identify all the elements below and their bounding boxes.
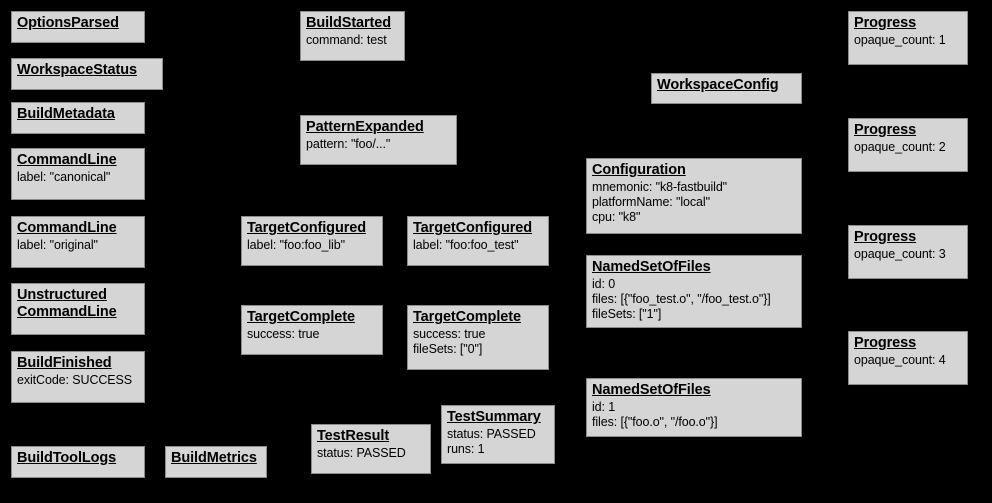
event-node-progress-2[interactable]: Progress opaque_count: 2 <box>848 118 968 172</box>
event-node-title: CommandLine <box>17 152 117 168</box>
event-node-title: TargetComplete <box>413 309 521 325</box>
event-node-field: status: PASSED <box>447 427 536 441</box>
event-node-title: TestSummary <box>447 409 541 425</box>
event-node-build-tool-logs[interactable]: BuildToolLogs <box>11 446 145 478</box>
event-node-progress-4[interactable]: Progress opaque_count: 4 <box>848 331 968 385</box>
event-node-field: pattern: "foo/..." <box>306 137 391 151</box>
event-node-configuration[interactable]: Configuration mnemonic: "k8-fastbuild"pla… <box>586 158 802 234</box>
event-node-title: TargetComplete <box>247 309 355 325</box>
event-node-target-configured-foo-lib[interactable]: TargetConfigured label: "foo:foo_lib" <box>241 216 383 266</box>
event-node-field: platformName: "local" <box>592 195 710 209</box>
event-node-title: WorkspaceStatus <box>17 62 137 78</box>
event-node-fields: opaque_count: 4 <box>854 353 962 368</box>
event-node-title: BuildToolLogs <box>17 450 117 466</box>
event-node-fields: label: "foo:foo_test" <box>413 238 543 253</box>
event-node-field: files: [{"foo_test.o", "/foo_test.o"}] <box>592 292 771 306</box>
event-node-fields: opaque_count: 3 <box>854 247 962 262</box>
event-node-command-line-canonical[interactable]: CommandLine label: "canonical" <box>11 148 145 200</box>
event-node-title: CommandLine <box>17 220 117 236</box>
event-node-fields: success: true <box>247 327 377 342</box>
event-node-title: WorkspaceConfig <box>657 77 779 93</box>
event-node-title: Unstructured CommandLine <box>17 287 117 320</box>
event-node-build-started[interactable]: BuildStarted command: test <box>300 11 405 61</box>
event-node-fields: mnemonic: "k8-fastbuild"platformName: "l… <box>592 180 796 225</box>
event-node-field: opaque_count: 1 <box>854 33 946 47</box>
event-node-title: TargetConfigured <box>413 220 532 236</box>
event-node-field: mnemonic: "k8-fastbuild" <box>592 180 728 194</box>
event-node-command-line-original[interactable]: CommandLine label: "original" <box>11 216 145 268</box>
event-node-field: label: "original" <box>17 238 98 252</box>
event-node-field: success: true <box>247 327 320 341</box>
event-node-field: id: 1 <box>592 400 616 414</box>
event-node-target-configured-foo-test[interactable]: TargetConfigured label: "foo:foo_test" <box>407 216 549 266</box>
event-node-title: TestResult <box>317 428 390 444</box>
event-node-fields: pattern: "foo/..." <box>306 137 451 152</box>
event-node-fields: label: "foo:foo_lib" <box>247 238 377 253</box>
event-node-workspace-config[interactable]: WorkspaceConfig <box>651 73 802 104</box>
event-node-title: OptionsParsed <box>17 15 119 31</box>
event-node-field: label: "foo:foo_test" <box>413 238 519 252</box>
event-node-field: id: 0 <box>592 277 616 291</box>
event-node-title: NamedSetOfFiles <box>592 382 711 398</box>
event-node-target-complete-foo-lib[interactable]: TargetComplete success: true <box>241 305 383 355</box>
event-node-field: fileSets: ["1"] <box>592 307 662 321</box>
event-node-fields: label: "canonical" <box>17 170 139 185</box>
event-node-field: opaque_count: 2 <box>854 140 946 154</box>
event-node-title: NamedSetOfFiles <box>592 259 711 275</box>
event-node-test-result[interactable]: TestResult status: PASSED <box>311 424 431 474</box>
event-node-title: Progress <box>854 122 917 138</box>
event-node-title: Progress <box>854 229 917 245</box>
event-node-title: BuildStarted <box>306 15 392 31</box>
event-node-fields: command: test <box>306 33 399 48</box>
event-node-field: runs: 1 <box>447 442 485 456</box>
event-node-pattern-expanded[interactable]: PatternExpanded pattern: "foo/..." <box>300 115 457 165</box>
event-node-options-parsed[interactable]: OptionsParsed <box>11 11 145 43</box>
event-node-title: PatternExpanded <box>306 119 424 135</box>
event-node-field: status: PASSED <box>317 446 406 460</box>
event-node-field: opaque_count: 4 <box>854 353 946 367</box>
event-node-title: BuildMetrics <box>171 450 257 466</box>
event-node-field: cpu: "k8" <box>592 210 641 224</box>
event-node-field: opaque_count: 3 <box>854 247 946 261</box>
event-node-fields: opaque_count: 2 <box>854 140 962 155</box>
event-node-title: Progress <box>854 15 917 31</box>
event-node-title: TargetConfigured <box>247 220 366 236</box>
event-node-progress-3[interactable]: Progress opaque_count: 3 <box>848 225 968 279</box>
event-node-title: BuildMetadata <box>17 106 115 122</box>
event-node-field: label: "canonical" <box>17 170 111 184</box>
event-node-field: exitCode: SUCCESS <box>17 373 133 387</box>
event-node-field: command: test <box>306 33 387 47</box>
event-node-fields: opaque_count: 1 <box>854 33 962 48</box>
event-node-progress-1[interactable]: Progress opaque_count: 1 <box>848 11 968 65</box>
event-node-title: Configuration <box>592 162 686 178</box>
event-node-workspace-status[interactable]: WorkspaceStatus <box>11 58 163 90</box>
event-node-fields: label: "original" <box>17 238 139 253</box>
event-node-build-metrics[interactable]: BuildMetrics <box>165 446 267 478</box>
event-node-build-finished[interactable]: BuildFinished exitCode: SUCCESS <box>11 351 145 403</box>
event-node-build-metadata[interactable]: BuildMetadata <box>11 102 145 134</box>
event-node-field: success: true <box>413 327 486 341</box>
event-node-field: fileSets: ["0"] <box>413 342 483 356</box>
event-node-field: files: [{"foo.o", "/foo.o"}] <box>592 415 718 429</box>
event-node-title: Progress <box>854 335 917 351</box>
event-node-fields: exitCode: SUCCESS <box>17 373 139 388</box>
event-node-fields: status: PASSED <box>317 446 425 461</box>
event-node-field: label: "foo:foo_lib" <box>247 238 345 252</box>
event-node-unstructured-command-line[interactable]: Unstructured CommandLine <box>11 283 145 335</box>
event-node-title: BuildFinished <box>17 355 112 371</box>
